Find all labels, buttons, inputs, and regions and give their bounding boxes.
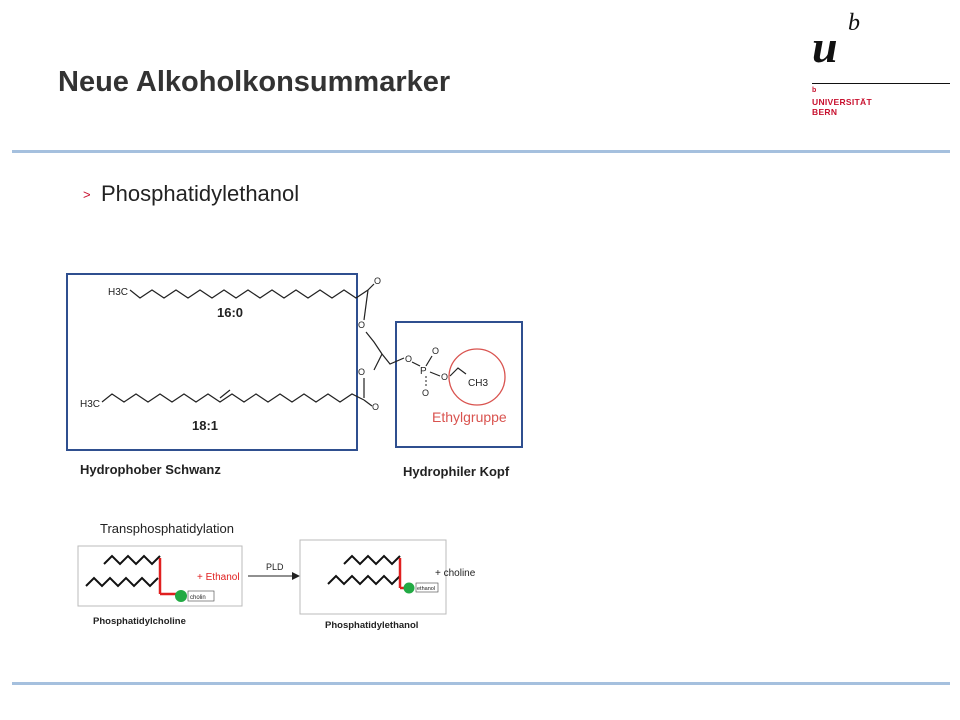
phosphate-bond-right: [429, 371, 441, 377]
peth-head-group: [403, 582, 415, 594]
footer-divider: [12, 682, 950, 685]
carbonyl-a-bond: [367, 283, 375, 291]
logo-university-line2: BERN: [812, 107, 838, 117]
logo-divider: [812, 83, 950, 84]
peth-name: Phosphatidylethanol: [325, 620, 418, 631]
logo-university-line1: UNIVERSITÄT: [812, 97, 872, 107]
header-divider: [12, 150, 950, 153]
pc-chain-upper: [103, 554, 161, 566]
carbonyl-b-bond: [363, 399, 373, 407]
peth-tag-box: [415, 582, 439, 593]
ester-a-bond: [363, 289, 369, 321]
phosphate-double-oxygen: O: [432, 346, 439, 356]
reaction-arrowhead: [292, 572, 300, 580]
peth-chain-lower: [327, 574, 401, 586]
ethyl-label: Ethylgruppe: [432, 409, 507, 425]
bullet-marker: >: [83, 187, 91, 202]
head-caption: Hydrophiler Kopf: [403, 464, 510, 479]
phosphate-bond-1: [411, 361, 421, 367]
hydrophobic-tail-box: [66, 273, 358, 451]
ester-b-oxygen: O: [358, 367, 365, 377]
carbonyl-a-oxygen: O: [374, 276, 381, 286]
bullet-phosphatidylethanol: Phosphatidylethanol: [101, 181, 300, 206]
chain-a-zigzag: [129, 289, 369, 299]
chain-a-label: 16:0: [217, 305, 243, 320]
chain-b-label: 18:1: [192, 418, 218, 433]
ethyl-bonds: [449, 367, 467, 377]
pc-box: [77, 545, 243, 607]
reaction-title: Transphosphatidylation: [100, 521, 234, 536]
ethyl-highlight-circle: [448, 348, 506, 406]
phosphate-bond-up: [425, 355, 433, 367]
chain-b-zigzag: [101, 393, 365, 403]
pc-chain-lower: [85, 576, 159, 588]
phosphorus-atom: P: [420, 366, 427, 377]
pc-head-group: [175, 590, 187, 602]
pc-tag-box: [187, 590, 215, 602]
logo-university-name: UNIVERSITÄT BERN: [812, 97, 872, 117]
logo-small-b: b: [812, 87, 817, 94]
chain-b-start: H3C: [80, 399, 100, 410]
phosphate-ester-oxygen: O: [405, 354, 412, 364]
peth-chain-upper: [343, 554, 401, 566]
phosphate-anion-oxygen: O: [422, 388, 429, 398]
chain-a-start: H3C: [108, 287, 128, 298]
reagent-label: + Ethanol: [197, 572, 240, 583]
university-logo: u b b UNIVERSITÄT BERN: [812, 8, 952, 123]
byproduct-label: + choline: [435, 568, 476, 579]
slide-title: Neue Alkoholkonsummarker: [58, 66, 451, 98]
peth-figure: H3C O 16:0 O O O H3C O 18:1 P O O O CH3 …: [66, 273, 523, 631]
carbonyl-b-oxygen: O: [372, 402, 379, 412]
pc-name: Phosphatidylcholine: [93, 616, 186, 627]
logo-u: u: [812, 21, 838, 72]
terminal-methyl: CH3: [468, 378, 488, 389]
ester-b-link: [373, 353, 383, 371]
enzyme-label: PLD: [266, 562, 284, 572]
double-bond-mark: [219, 389, 231, 399]
peth-tag: ethanol: [417, 586, 435, 592]
pc-tag: cholin: [190, 595, 206, 601]
peth-box: [299, 539, 447, 615]
ethoxy-oxygen: O: [441, 372, 448, 382]
logo-b: b: [848, 10, 860, 36]
glycerol-backbone: [365, 331, 405, 365]
ester-a-oxygen: O: [358, 320, 365, 330]
tail-caption: Hydrophober Schwanz: [80, 462, 221, 477]
hydrophilic-head-box: [395, 321, 523, 448]
